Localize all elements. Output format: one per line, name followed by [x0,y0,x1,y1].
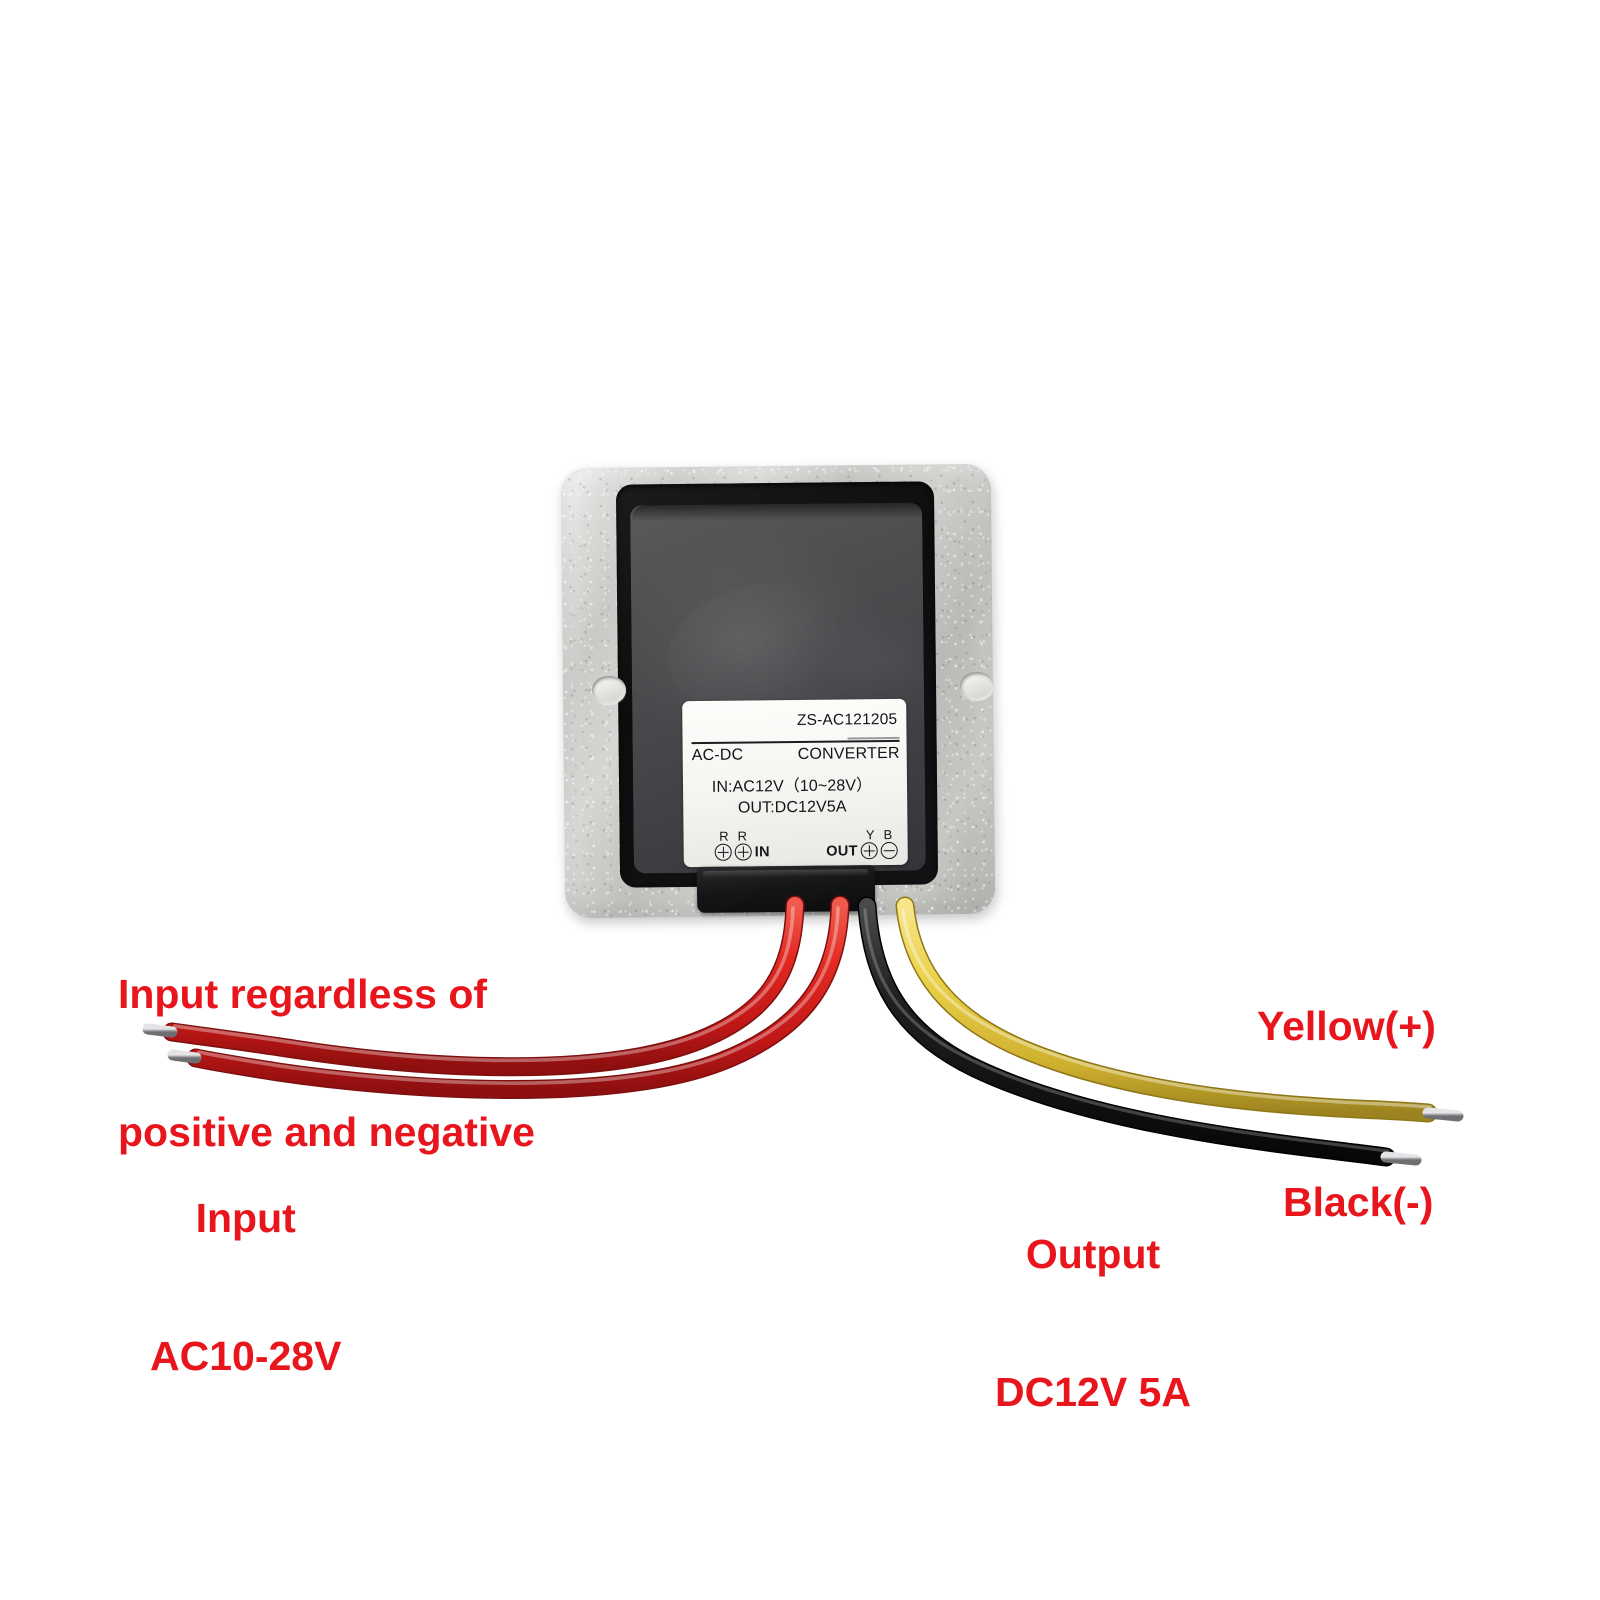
annotation-output-line1: Output [1025,1230,1161,1277]
annotation-input: Input AC10-28V [150,1104,341,1471]
mounting-hole-left [592,676,626,704]
plus-symbol-icon [734,843,752,861]
terminal-group-input: R R IN [714,828,770,861]
annotation-input-line2: AC10-28V [150,1332,342,1379]
annotation-yellow-positive: Yellow(+) [1257,1003,1436,1049]
mounting-hole-right [960,672,994,700]
label-type-right: CONVERTER [797,744,900,763]
terminal-group-output: OUT Y B [826,826,898,860]
annotation-input-polarity-line2: positive and negative [118,1108,535,1155]
annotation-output: Output DC12V 5A [995,1140,1191,1507]
wire-strain-relief-block [696,865,876,913]
well-top-shadow [631,502,925,522]
annotation-black-negative: Black(-) [1283,1179,1434,1225]
annotation-input-line1: Input [195,1194,296,1241]
label-terminal-legend: R R IN OUT Y B [692,813,899,861]
terminal-tag-out: OUT [826,843,858,860]
label-input-spec: IN:AC12V（10~28V） [711,777,873,796]
label-model-code: ZS-AC121205 [796,710,898,729]
minus-symbol-icon [880,841,898,860]
label-divider-rule [691,739,900,745]
plus-symbol-icon [860,842,878,860]
annotation-input-polarity-line1: Input regardless of [118,970,488,1017]
plus-symbol-icon [714,843,732,861]
terminal-tag-in: IN [754,844,770,861]
product-spec-label: ZS-AC121205 AC-DC CONVERTER IN:AC12V（10~… [682,698,908,868]
terminal-letter-r2: R [737,828,748,844]
annotation-output-line2: DC12V 5A [995,1368,1191,1415]
terminal-letter-r1: R [719,828,729,844]
label-type-left: AC-DC [691,746,744,765]
terminal-letter-y: Y [865,827,875,843]
terminal-letter-b: B [883,826,893,843]
